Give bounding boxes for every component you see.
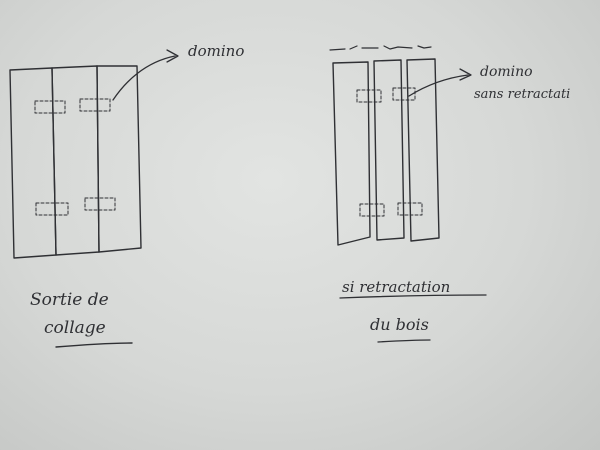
domino-right-3 <box>359 203 385 217</box>
glued-panel <box>9 49 179 259</box>
caption-right-line2: du bois <box>370 315 429 334</box>
board-left-1 <box>9 67 57 259</box>
caption-right-underline-2 <box>377 339 431 343</box>
board-left-2 <box>51 65 100 256</box>
shrunk-panel <box>329 45 472 246</box>
domino-left-4 <box>84 197 116 211</box>
caption-left-line1: Sortie de <box>30 290 109 310</box>
domino-right-1 <box>356 89 382 103</box>
leader-arrow-right <box>408 74 469 97</box>
arrow-head-left <box>166 49 179 63</box>
domino-right-4 <box>397 202 423 216</box>
label-domino-left: domino <box>188 42 244 60</box>
caption-left-underline <box>55 342 133 348</box>
leader-arrow-left <box>112 55 176 101</box>
caption-left-line2: collage <box>44 318 106 338</box>
arrow-head-right <box>459 68 472 81</box>
domino-left-3 <box>35 202 69 216</box>
label-domino-right-line2: sans retractati <box>474 87 570 102</box>
domino-left-2 <box>79 98 111 112</box>
domino-right-2 <box>392 87 416 101</box>
board-left-3 <box>96 65 142 253</box>
domino-left-1 <box>34 100 66 114</box>
label-domino-right-line1: domino <box>480 64 533 80</box>
board-right-3 <box>406 58 440 242</box>
gap-marks <box>329 45 432 51</box>
board-right-1 <box>332 61 371 246</box>
board-right-2 <box>373 59 405 241</box>
caption-right-underline-1 <box>339 294 487 299</box>
caption-right-line1: si retractation <box>342 278 450 296</box>
